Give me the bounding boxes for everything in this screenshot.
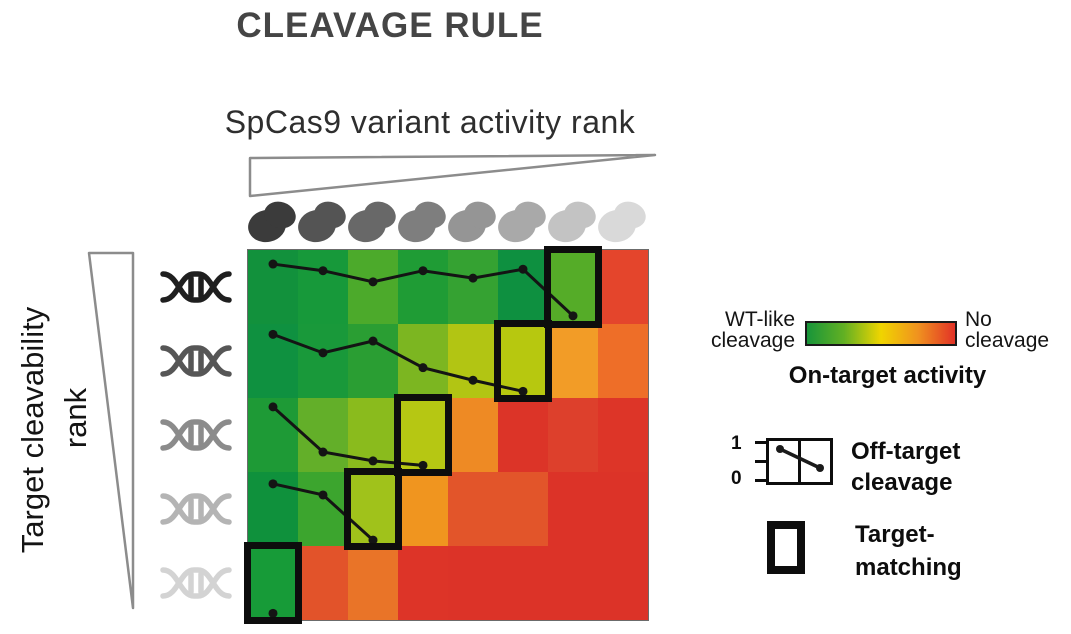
heatmap-cell: [248, 398, 298, 472]
target-matching-outline: [244, 542, 302, 624]
miniplot-divider: [798, 441, 801, 482]
heatmap-cell: [298, 324, 348, 398]
cas9-blob-icon: [348, 201, 396, 243]
target-matching-label: Target- matching: [855, 521, 962, 581]
heatmap-cell: [448, 472, 498, 546]
gradient-right-label: No cleavage: [965, 308, 1050, 352]
heatmap-cell: [548, 398, 598, 472]
heatmap-cell: [598, 324, 648, 398]
heatmap-cell: [448, 398, 498, 472]
axis-tick: [755, 479, 766, 482]
cas9-blob-icon: [398, 201, 446, 243]
miniplot-line: [776, 445, 824, 472]
heatmap-cell: [248, 546, 298, 620]
cas9-variant-icons: [248, 201, 646, 243]
heatmap-cell: [298, 250, 348, 324]
offtarget-axis-0: 0: [731, 468, 742, 489]
heatmap-cell: [448, 546, 498, 620]
target-matching-symbol: [767, 521, 805, 574]
heatmap-cell: [498, 472, 548, 546]
heatmap-cell: [298, 546, 348, 620]
cas9-blob-icon: [448, 201, 496, 243]
dna-helix-icon: [160, 345, 232, 377]
activity-rank-wedge-icon: [248, 153, 657, 198]
cas9-blob-icon: [548, 201, 596, 243]
heatmap-cell: [348, 546, 398, 620]
heatmap-cell: [448, 324, 498, 398]
heatmap-cell: [248, 472, 298, 546]
on-target-activity-label: On-target activity: [788, 362, 987, 389]
heatmap-cell: [498, 546, 548, 620]
heatmap-cell: [298, 472, 348, 546]
heatmap-cell: [348, 250, 398, 324]
cleavability-rank-wedge-icon: [87, 251, 135, 610]
heatmap-cell: [598, 398, 648, 472]
gradient-left-label: WT-like cleavage: [710, 308, 795, 352]
axis-tick: [755, 460, 766, 463]
offtarget-cleavage-label: Off-target cleavage: [851, 438, 961, 496]
cas9-blob-icon: [498, 201, 546, 243]
page-title: CLEAVAGE RULE: [236, 6, 544, 45]
heatmap-cell: [598, 250, 648, 324]
x-axis-label: SpCas9 variant activity rank: [224, 104, 636, 140]
heatmap-cell: [548, 546, 598, 620]
offtarget-axis-1: 1: [731, 433, 742, 454]
dna-helix-icon: [160, 567, 232, 599]
target-matching-outline: [344, 468, 402, 550]
target-matching-outline: [394, 394, 452, 476]
heatmap-cell: [248, 250, 298, 324]
cas9-blob-icon: [298, 201, 346, 243]
dna-helix-icon: [160, 271, 232, 303]
heatmap-cell: [598, 472, 648, 546]
cas9-blob-icon: [248, 201, 296, 243]
heatmap-cell: [498, 398, 548, 472]
heatmap-cell: [398, 324, 448, 398]
axis-tick: [755, 441, 766, 444]
heatmap-cell: [298, 398, 348, 472]
cas9-blob-icon: [598, 201, 646, 243]
heatmap-cell: [498, 250, 548, 324]
heatmap-cell: [548, 324, 598, 398]
heatmap-cell: [448, 250, 498, 324]
heatmap-cell: [348, 398, 398, 472]
offtarget-miniplot: [766, 438, 833, 485]
heatmap-cell: [248, 324, 298, 398]
heatmap-cell: [548, 472, 598, 546]
heatmap-cell: [398, 250, 448, 324]
gradient-bar: [805, 321, 957, 346]
heatmap-cell: [398, 472, 448, 546]
target-matching-outline: [494, 320, 552, 402]
dna-helix-icon: [160, 493, 232, 525]
target-matching-outline: [544, 246, 602, 328]
heatmap-cell: [348, 324, 398, 398]
y-axis-label: Target cleavability: [15, 306, 50, 554]
heatmap-cell: [598, 546, 648, 620]
dna-helix-icon: [160, 419, 232, 451]
heatmap-cell: [398, 546, 448, 620]
